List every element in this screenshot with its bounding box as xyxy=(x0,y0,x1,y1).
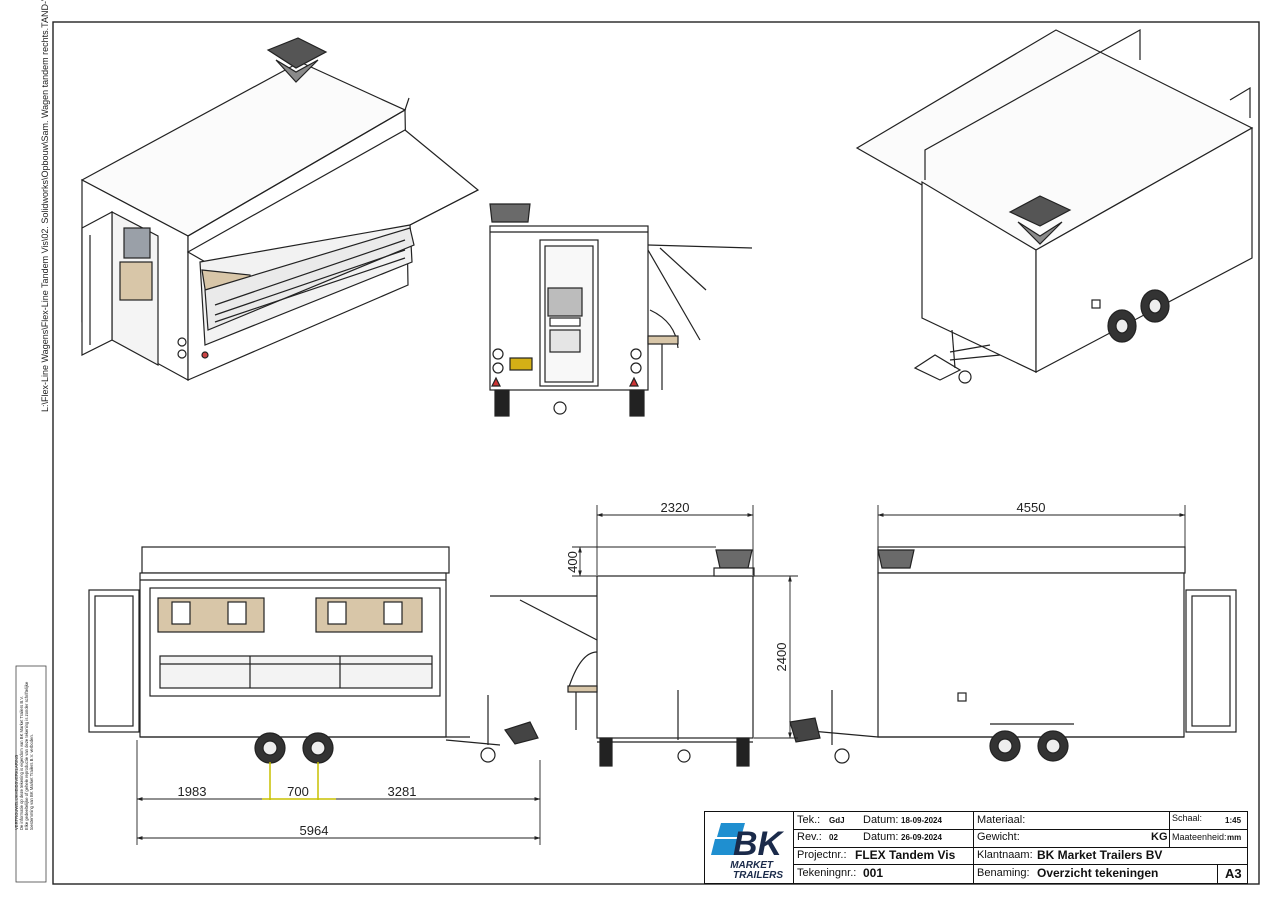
file-path-text: L:\Flex-Line Wagens\Flex-Line Tandem Vis… xyxy=(40,0,50,412)
rear-view-3d xyxy=(489,203,753,417)
tb-divider xyxy=(793,864,1247,865)
scale-label: Schaal: xyxy=(1172,813,1203,823)
weight-unit: KG xyxy=(1151,831,1168,843)
dim-axle-to-end: 3281 xyxy=(388,784,417,799)
rear-elevation xyxy=(490,549,755,767)
name-value: Overzicht tekeningen xyxy=(1037,866,1159,880)
rev-value: 02 xyxy=(829,833,838,842)
dimension-lines xyxy=(136,505,1186,845)
dim-total-height: 2400 xyxy=(774,643,789,672)
tb-divider xyxy=(793,847,1247,848)
drawing-value: 001 xyxy=(863,866,884,880)
datum2-value: 26-09-2024 xyxy=(901,833,942,842)
tek-value: GdJ xyxy=(829,816,845,825)
side-elevation xyxy=(88,546,539,764)
confidentiality-box xyxy=(15,665,47,883)
tb-divider xyxy=(1169,812,1170,848)
side-elevation-right xyxy=(789,546,1237,764)
confid-line-4: toestemming van BK Market Trailers B.V. … xyxy=(29,734,34,830)
datum2-label: Datum: xyxy=(863,831,899,843)
bk-logo: BK MARKET TRAILERS xyxy=(711,823,785,881)
client-label: Klantnaam: xyxy=(977,849,1033,861)
tb-divider xyxy=(793,829,1247,830)
name-label: Benaming: xyxy=(977,867,1030,879)
tb-divider xyxy=(1217,864,1218,883)
dim-overall-length: 5964 xyxy=(300,823,329,838)
rev-label: Rev.: xyxy=(797,831,822,843)
dim-front-width: 2320 xyxy=(661,500,690,515)
dim-body-length: 4550 xyxy=(1017,500,1046,515)
title-block: BK MARKET TRAILERS Tek.: GdJ Datum: 18-0… xyxy=(704,811,1248,884)
unit-value: mm xyxy=(1227,833,1242,842)
iso-view-open xyxy=(80,37,480,382)
format-value: A3 xyxy=(1225,866,1242,881)
tek-label: Tek.: xyxy=(797,814,821,826)
drawing-label: Tekeningnr.: xyxy=(797,867,857,879)
unit-label: Maateenheid: xyxy=(1172,832,1227,842)
client-value: BK Market Trailers BV xyxy=(1037,848,1163,862)
logo-trailers: TRAILERS xyxy=(733,870,783,881)
confidentiality-note: VERTROUWELIJKHEIDSVERKLARING De informat… xyxy=(14,682,34,830)
iso-view-closed xyxy=(855,28,1254,384)
dim-axle-spacing: 700 xyxy=(287,784,309,799)
logo-market: MARKET xyxy=(730,860,774,871)
dim-roof-height: 400 xyxy=(565,551,580,573)
sheet-border xyxy=(52,21,1260,885)
datum1-label: Datum: xyxy=(863,814,899,826)
project-value: FLEX Tandem Vis xyxy=(855,848,956,862)
weight-label: Gewicht: xyxy=(977,831,1020,843)
dim-front-to-axle: 1983 xyxy=(178,784,207,799)
material-label: Materiaal: xyxy=(977,814,1026,826)
scale-value: 1:45 xyxy=(1225,816,1242,825)
project-label: Projectnr.: xyxy=(797,849,847,861)
logo-letters: BK xyxy=(733,825,785,863)
datum1-value: 18-09-2024 xyxy=(901,816,942,825)
